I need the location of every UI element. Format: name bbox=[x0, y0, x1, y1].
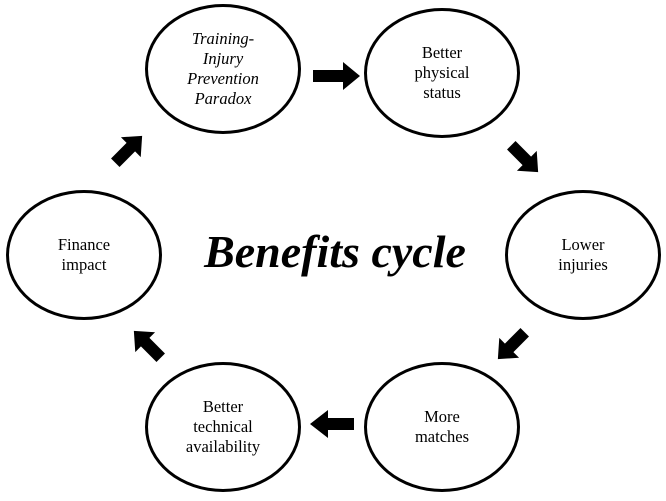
node-label: Lower injuries bbox=[558, 235, 608, 274]
node-better-technical-availability: Better technical availability bbox=[145, 362, 301, 492]
node-finance-impact: Finance impact bbox=[6, 190, 162, 320]
node-better-physical-status: Better physical status bbox=[364, 8, 520, 138]
arrow-icon bbox=[111, 135, 143, 167]
node-label: More matches bbox=[414, 407, 470, 446]
node-label: Better technical availability bbox=[185, 397, 261, 456]
arrow-icon bbox=[133, 330, 165, 362]
arrow-icon bbox=[310, 410, 354, 438]
arrow-icon bbox=[497, 328, 529, 360]
arrow-icon bbox=[507, 141, 539, 173]
node-label: Better physical status bbox=[414, 43, 470, 102]
arrow-icon bbox=[313, 62, 360, 90]
center-title: Benefits cycle bbox=[204, 226, 466, 277]
node-lower-injuries: Lower injuries bbox=[505, 190, 661, 320]
node-training-injury-prevention-paradox: Training- Injury Prevention Paradox bbox=[145, 4, 301, 134]
node-label: Finance impact bbox=[57, 235, 111, 274]
node-more-matches: More matches bbox=[364, 362, 520, 492]
node-label: Training- Injury Prevention Paradox bbox=[187, 29, 259, 108]
